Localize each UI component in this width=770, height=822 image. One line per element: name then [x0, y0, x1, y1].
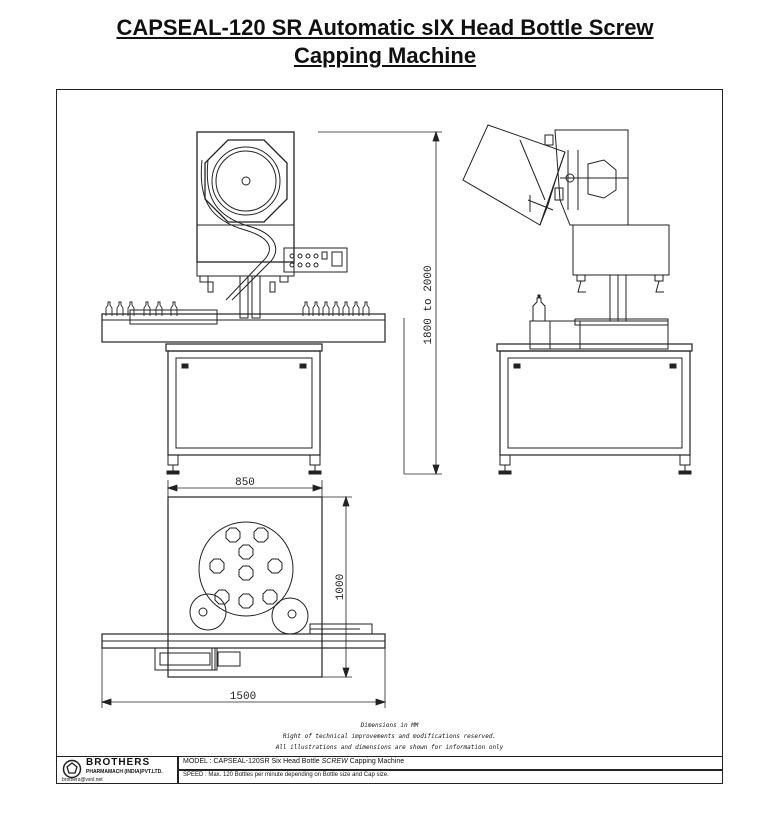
- page-title-line-2: Capping Machine: [293, 43, 477, 68]
- note-rights: Right of technical improvements and modi…: [282, 733, 497, 740]
- page-title-line-1: CAPSEAL-120 SR Automatic sIX Head Bottle…: [116, 15, 654, 40]
- front-view: [101, 131, 386, 475]
- side-view: [462, 124, 693, 475]
- model-emphasis: SCREW: [321, 758, 348, 765]
- depth-dimension-label: 1000: [335, 574, 347, 600]
- company-logo-icon: [62, 759, 82, 779]
- speed-cell: [178, 770, 723, 784]
- note-units: Dimensions in MM: [360, 722, 419, 729]
- model-text: MODEL : CAPSEAL-120SR Six Head Bottle SC…: [183, 758, 404, 765]
- model-prefix: MODEL : CAPSEAL-120SR Six Head Bottle: [183, 758, 322, 765]
- width-dimension-label: 850: [235, 477, 255, 489]
- height-dimension: [318, 130, 442, 476]
- length-dimension-label: 1500: [230, 691, 256, 703]
- height-dimension-label: 1800 to 2000: [423, 265, 435, 344]
- company-email: brothers@vsnl.net: [62, 777, 103, 783]
- company-cell: [56, 756, 178, 784]
- top-view: [101, 496, 386, 678]
- model-suffix: Capping Machine: [347, 758, 405, 765]
- company-name: BROTHERS: [86, 757, 151, 768]
- speed-text: SPEED : Max. 120 Bottles per minute depe…: [183, 772, 389, 778]
- top-view-dimensions: [100, 480, 387, 708]
- company-subtitle: PHARMAMACH (INDIA)PVT.LTD.: [86, 769, 163, 775]
- note-illustrative: All illustrations and dimensions are sho…: [275, 744, 504, 751]
- model-cell: [178, 756, 723, 770]
